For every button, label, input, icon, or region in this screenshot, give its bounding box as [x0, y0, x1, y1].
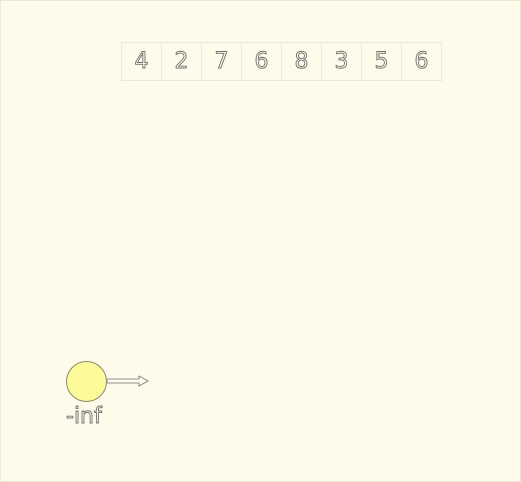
number-array: 4 2 7 6 8 3 5 6 [121, 42, 442, 81]
next-pointer-arrow [107, 375, 149, 387]
array-cell: 4 [121, 42, 162, 81]
array-cell: 6 [401, 42, 442, 81]
array-cell: 2 [161, 42, 202, 81]
array-cell: 5 [361, 42, 402, 81]
array-cell: 6 [241, 42, 282, 81]
list-node [66, 361, 107, 402]
array-cell: 8 [281, 42, 322, 81]
node-label: -inf [66, 404, 103, 429]
array-cell: 3 [321, 42, 362, 81]
array-cell: 7 [201, 42, 242, 81]
